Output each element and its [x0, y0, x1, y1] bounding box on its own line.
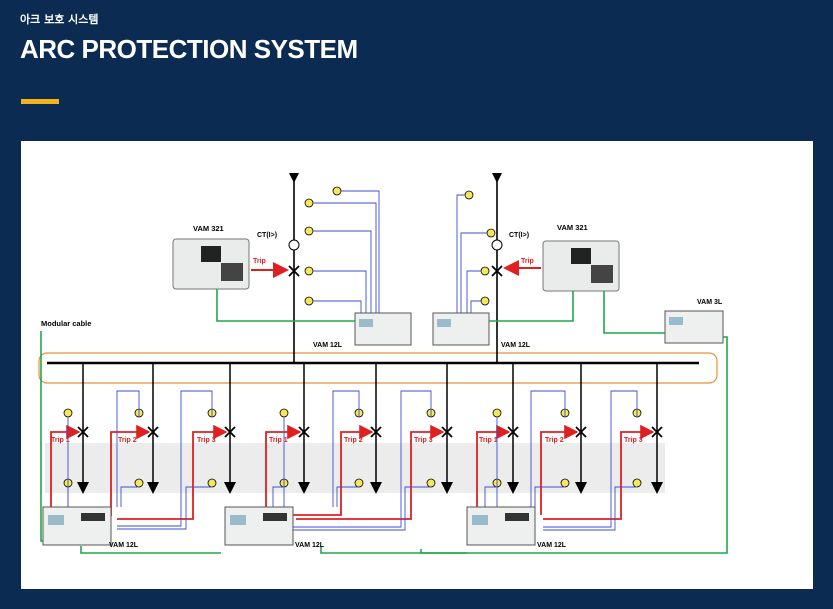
fiber-connections [40, 289, 728, 554]
page-title: ARC PROTECTION SYSTEM [20, 34, 358, 64]
trip-right-label: Trip [521, 258, 534, 265]
vam12l-top-right-unit [432, 312, 490, 346]
trip-1-label-unit-2: Trip 1 [269, 437, 288, 444]
trip-3-label-unit-1: Trip 3 [197, 437, 216, 444]
vam3l-label: VAM 3L [697, 299, 723, 306]
vam12l-bottom-label-2: VAM 12L [295, 542, 325, 549]
bottom-sensor-wires [67, 390, 638, 531]
ct-left-label: CT(I>) [257, 232, 277, 239]
vam321-left-label: VAM 321 [193, 224, 224, 233]
vam12l-bottom-unit-1 [42, 506, 112, 546]
vam12l-bottom-unit-3 [466, 506, 536, 546]
feeder-lines [77, 363, 663, 494]
top-sensors [304, 186, 496, 306]
vam12l-top-left-label: VAM 12L [313, 342, 343, 349]
modular-cable-outline [38, 352, 718, 384]
incomer-right [491, 173, 503, 363]
arc-protection-diagram: Modular cable VAM 321 VAM 321 CT(I>) CT [38, 173, 728, 554]
page-subtitle: 아크 보호 시스템 [20, 13, 99, 26]
top-sensor-wires [313, 190, 487, 313]
vam3l-unit [664, 310, 724, 344]
trip-1-label-unit-1: Trip 1 [51, 437, 70, 444]
trip-2-label-unit-1: Trip 2 [118, 437, 137, 444]
vam12l-top-left-unit [354, 312, 412, 346]
vam12l-top-right-label: VAM 12L [501, 342, 531, 349]
vam12l-bottom-label-1: VAM 12L [109, 542, 139, 549]
modular-cable-label: Modular cable [41, 319, 91, 328]
vam321-right-label: VAM 321 [557, 223, 588, 232]
ct-right-label: CT(I>) [509, 232, 529, 239]
trip-2-label-unit-2: Trip 2 [344, 437, 363, 444]
vam321-left-relay [172, 238, 250, 290]
trip-3-label-unit-3: Trip 3 [624, 437, 643, 444]
vam12l-bottom-unit-2 [224, 506, 294, 546]
trip-labels: Trip 1 Trip 2 Trip 3 Trip 1 Trip 2 Trip … [51, 437, 643, 444]
trip-1-label-unit-3: Trip 1 [479, 437, 498, 444]
vam12l-bottom-label-3: VAM 12L [537, 542, 567, 549]
title-accent-bar [21, 99, 59, 104]
incomer-left [288, 173, 300, 363]
trip-2-label-unit-3: Trip 2 [545, 437, 564, 444]
vam321-right-relay [542, 240, 620, 292]
trip-3-label-unit-2: Trip 3 [414, 437, 433, 444]
diagram-panel: Modular cable VAM 321 VAM 321 CT(I>) CT [21, 141, 813, 589]
trip-left-label: Trip [253, 258, 266, 265]
